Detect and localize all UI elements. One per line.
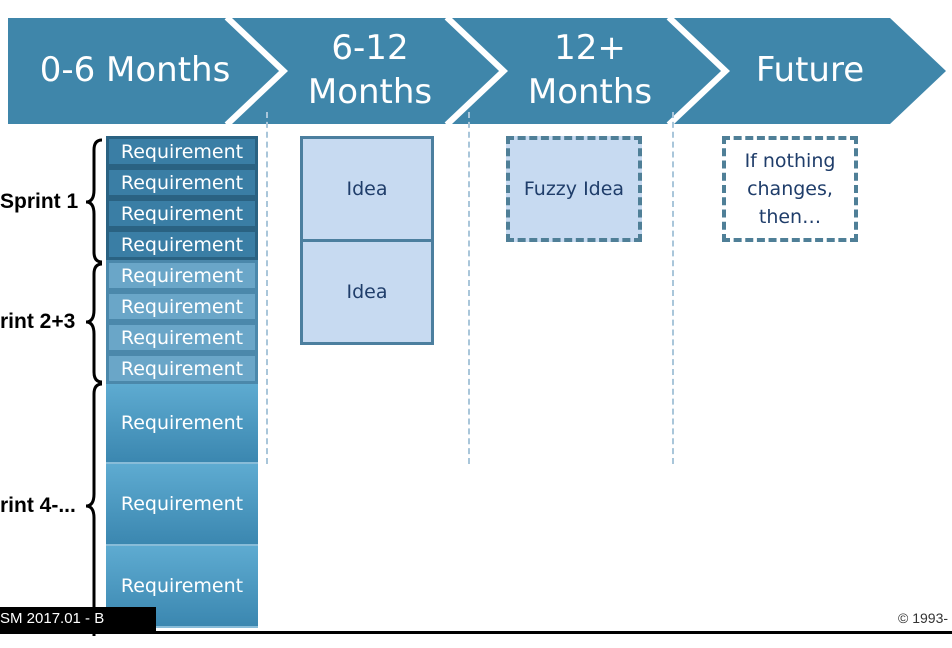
idea-box: Idea [300,239,434,345]
fuzzy-idea-box: Fuzzy Idea [506,136,642,242]
sprint-braces [85,138,103,636]
requirement-box: Requirement [106,198,258,229]
column-divider [468,112,470,464]
requirement-box: Requirement [106,322,258,353]
footer-copyright: © 1993- [898,610,949,626]
requirement-box: Requirement [106,260,258,291]
requirement-box: Requirement [106,353,258,384]
requirement-box: Requirement [106,291,258,322]
phase-label-future: Future [755,50,865,90]
footer-version: SM 2017.01 - B [0,607,156,631]
phase-chevron-12plus [452,18,724,124]
requirement-box: Requirement [106,464,258,546]
bottom-rule [0,631,952,634]
column-divider [672,112,674,464]
requirement-box: Requirement [106,136,258,167]
phase-label-6-12: 6-12 Months [307,28,433,112]
phase-label-12plus: 12+ Months [527,28,653,112]
requirement-box: Requirement [106,229,258,260]
future-note-box: If nothing changes, then… [722,136,858,242]
sprint-label-4: rint 4-... [0,494,76,517]
phase-chevron-6-12 [232,18,502,124]
sprint-label-1: Sprint 1 [0,190,79,213]
idea-box: Idea [300,136,434,242]
timeline-banner [8,16,946,126]
phase-label-0-6: 0-6 Months [39,50,231,90]
phase-chevron-0-6 [8,18,282,124]
sprint-label-2-3: rint 2+3 [0,310,76,333]
requirement-box: Requirement [106,384,258,464]
column-divider [266,112,268,464]
requirement-box: Requirement [106,546,258,628]
phase-chevron-future [674,18,946,124]
requirement-box: Requirement [106,167,258,198]
